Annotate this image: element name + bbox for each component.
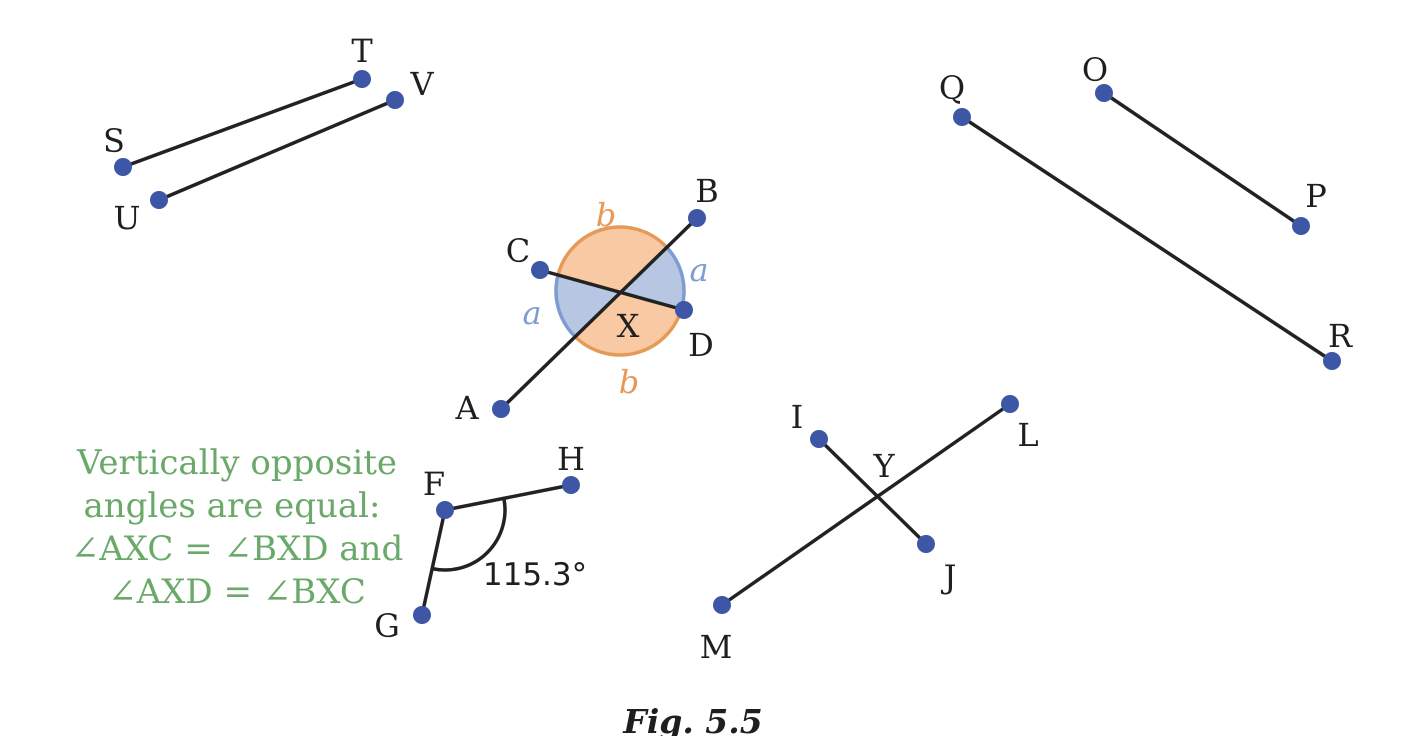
segment-ml (720, 402, 1012, 607)
label-p: P (1305, 177, 1327, 215)
sector-a-left (556, 274, 620, 337)
label-a: A (454, 389, 479, 427)
sector-label-b-top: b (596, 196, 616, 234)
point-m (713, 596, 731, 614)
point-f (436, 501, 454, 519)
label-l: L (1017, 416, 1038, 454)
label-h: H (557, 440, 585, 478)
point-d (675, 301, 693, 319)
sector-a-left-outline (554, 274, 576, 338)
sector-b-top-outline (556, 225, 668, 276)
note-line-2: angles are equal: (83, 486, 380, 526)
label-c: C (506, 232, 530, 270)
label-q: Q (939, 69, 965, 107)
point-r (1323, 352, 1341, 370)
segments (121, 77, 1334, 617)
label-b: B (695, 172, 719, 210)
label-o: O (1082, 51, 1108, 89)
angle-value-f: 115.3° (483, 557, 587, 593)
label-f: F (423, 465, 445, 503)
note-line-4: ∠AXD = ∠BXC (108, 572, 366, 612)
point-g (413, 606, 431, 624)
point-h (562, 476, 580, 494)
label-y: Y (872, 447, 895, 485)
sector-labels: b a a b (522, 196, 708, 401)
sector-label-a-right: a (689, 251, 708, 289)
sector-label-b-bottom: b (619, 363, 639, 401)
segment-cd (538, 268, 686, 312)
point-s (114, 158, 132, 176)
label-t: T (351, 32, 373, 70)
label-s: S (103, 122, 125, 160)
label-r: R (1328, 317, 1353, 355)
point-j (917, 535, 935, 553)
segment-st (121, 77, 364, 169)
segment-fh (443, 483, 573, 512)
point-o (1095, 84, 1113, 102)
label-u: U (114, 199, 141, 237)
segment-ab (499, 216, 699, 411)
point-labels: T V S U Q O P R B C X D A F H G I L Y J … (103, 32, 1353, 666)
figure-caption: Fig. 5.5 (622, 702, 762, 736)
sector-b-top (558, 227, 667, 291)
vertically-opposite-note: Vertically opposite angles are equal: ∠A… (71, 443, 403, 612)
point-v (386, 91, 404, 109)
sector-a-right (620, 246, 684, 310)
segment-op (1102, 91, 1303, 228)
point-t (353, 70, 371, 88)
point-i (810, 430, 828, 448)
point-u (150, 191, 168, 209)
point-q (953, 108, 971, 126)
note-line-1: Vertically opposite (76, 443, 397, 483)
point-b (688, 209, 706, 227)
sector-label-a-left: a (522, 294, 541, 332)
segment-ij (817, 437, 928, 546)
label-m: M (700, 628, 733, 666)
point-p (1292, 217, 1310, 235)
label-v: V (409, 65, 434, 103)
sector-b-bottom-outline (573, 308, 684, 357)
segment-uv (157, 98, 397, 202)
point-a (492, 400, 510, 418)
point-c (531, 261, 549, 279)
label-i: I (791, 398, 804, 436)
label-g: G (374, 607, 400, 645)
angle-sectors-x (554, 225, 686, 357)
label-d: D (688, 326, 714, 364)
points (114, 70, 1341, 624)
note-line-3: ∠AXC = ∠BXD and (71, 529, 403, 569)
point-l (1001, 395, 1019, 413)
sector-b-bottom (574, 291, 682, 355)
segment-qr (960, 115, 1334, 363)
angle-arc-f (430, 496, 507, 572)
segment-fg (420, 508, 447, 617)
label-x: X (617, 307, 640, 345)
label-j: J (941, 558, 957, 596)
